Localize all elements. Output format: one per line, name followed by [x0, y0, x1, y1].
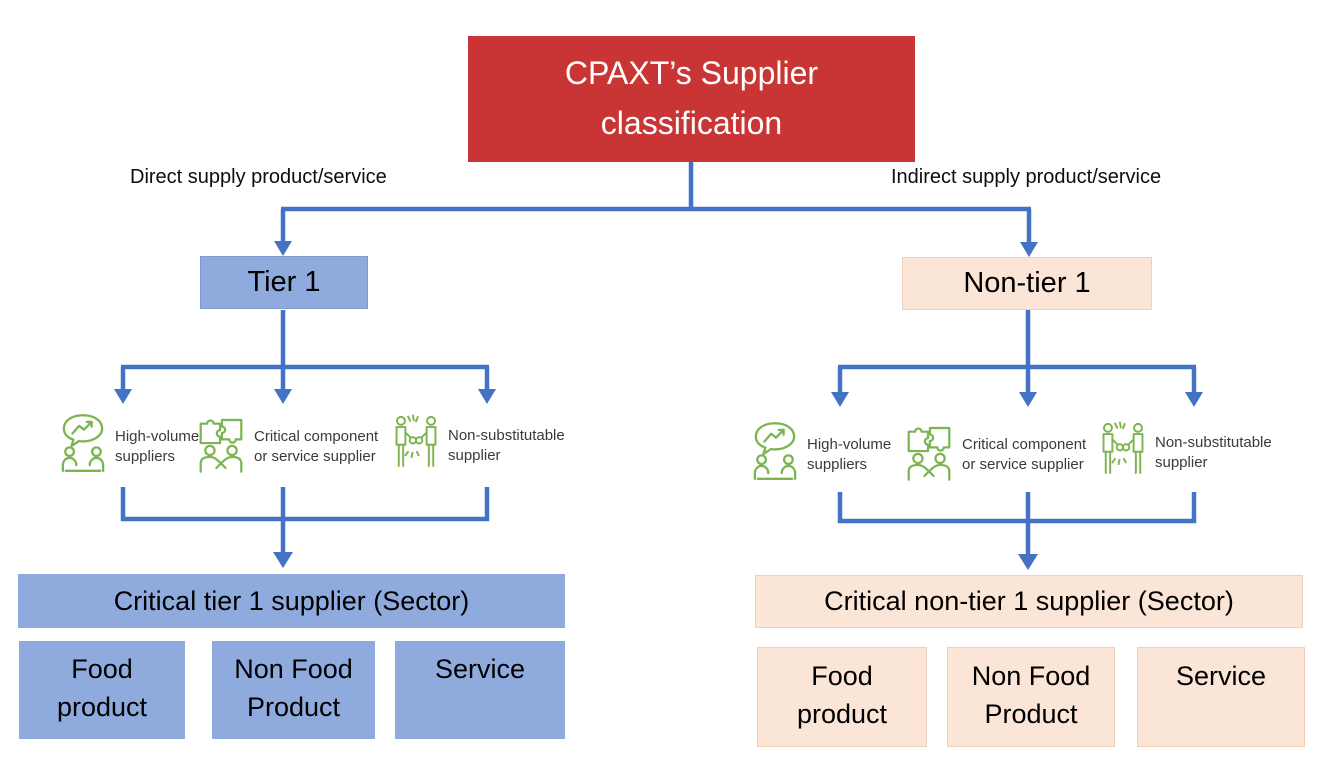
branch-label-direct: Direct supply product/service — [130, 166, 387, 188]
linked-people-icon — [393, 410, 439, 481]
non-tier1-food-product-box: Food product — [757, 647, 927, 747]
title-text: CPAXT’s Supplier classification — [564, 55, 819, 141]
non-tier1-service-box: Service — [1137, 647, 1305, 747]
top-arrowheads — [274, 241, 1038, 257]
supplier-type-label: High-volume suppliers — [115, 427, 200, 465]
linked-people-icon — [1100, 417, 1146, 488]
supplier-type-critical-component-right: Critical component or service supplier — [905, 420, 1096, 489]
puzzle-handshake-icon — [905, 420, 953, 489]
tier1-service-box: Service — [395, 641, 565, 739]
supplier-type-label: Non-substitutable supplier — [1155, 433, 1272, 471]
supplier-type-high-volume-left: High-volume suppliers — [60, 412, 210, 481]
tier1-food-product-box: Food product — [19, 641, 185, 739]
supplier-type-label: High-volume suppliers — [807, 435, 892, 473]
non-tier1-box: Non-tier 1 — [902, 257, 1152, 310]
tier1-merge-connector — [120, 487, 490, 554]
supplier-type-critical-component-left: Critical component or service supplier — [197, 412, 388, 481]
growth-chat-icon — [752, 420, 798, 489]
supplier-type-high-volume-right: High-volume suppliers — [752, 420, 902, 489]
supplier-type-non-substitutable-right: Non-substitutable supplier — [1100, 417, 1285, 488]
critical-non-tier1-sector-box: Critical non-tier 1 supplier (Sector) — [755, 575, 1303, 628]
supplier-type-label: Non-substitutable supplier — [448, 426, 565, 464]
growth-chat-icon — [60, 412, 106, 481]
non-tier1-merge-arrowhead — [1018, 554, 1038, 570]
tier1-non-food-product-box: Non Food Product — [212, 641, 375, 739]
non-tier1-fanout-arrowheads — [831, 392, 1203, 407]
branch-label-indirect: Indirect supply product/service — [891, 166, 1162, 188]
critical-tier1-sector-box: Critical tier 1 supplier (Sector) — [18, 574, 565, 628]
non-tier1-fanout-connector — [837, 310, 1197, 394]
tier1-merge-arrowhead — [273, 552, 293, 568]
tier1-box: Tier 1 — [200, 256, 368, 309]
supplier-type-label: Critical component or service supplier — [254, 427, 379, 465]
tier1-fanout-connector — [120, 310, 490, 391]
non-tier1-merge-connector — [837, 492, 1197, 556]
tier1-fanout-arrowheads — [114, 389, 496, 404]
non-tier1-non-food-product-box: Non Food Product — [947, 647, 1115, 747]
supplier-type-label: Critical component or service supplier — [962, 435, 1087, 473]
supplier-type-non-substitutable-left: Non-substitutable supplier — [393, 410, 578, 481]
title-box: CPAXT’s Supplier classification — [468, 36, 915, 162]
puzzle-handshake-icon — [197, 412, 245, 481]
